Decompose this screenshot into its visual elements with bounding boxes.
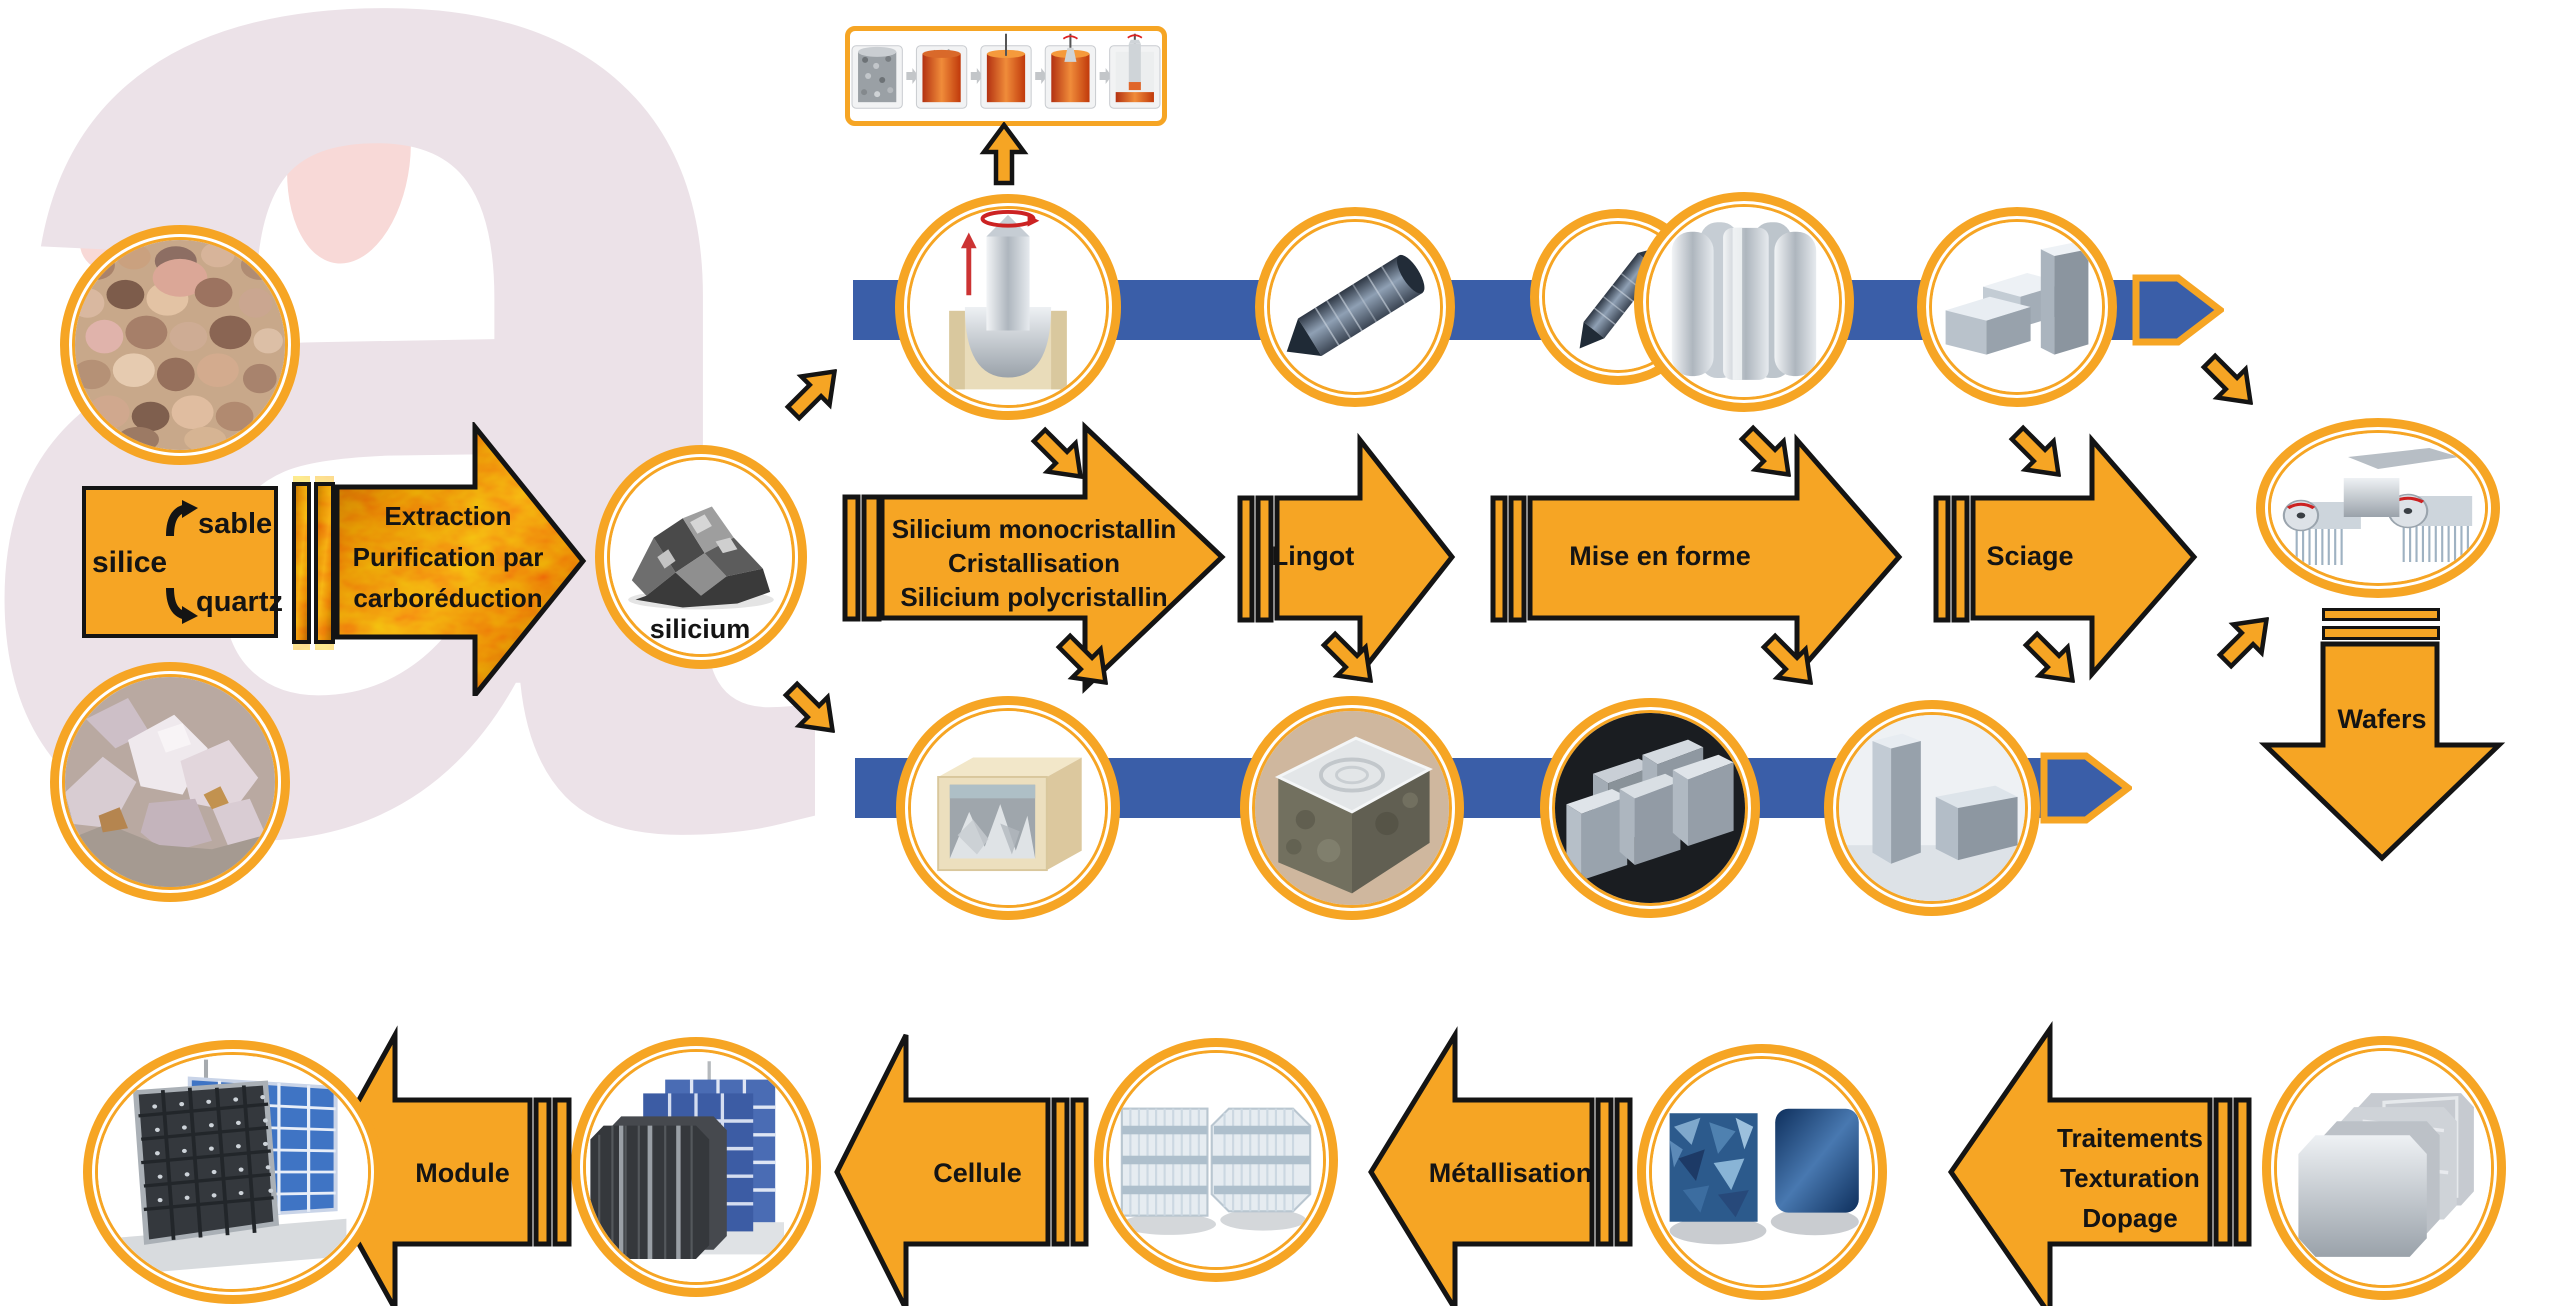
blue-cells-icon [1652,1059,1872,1285]
quartz-rocks-icon [65,677,275,887]
sciage-label: Sciage [1986,541,2074,571]
cell-stack-icon [586,1052,806,1282]
node-solar-modules [83,1040,383,1304]
cristallisation-line: Cristallisation [948,548,1120,578]
sable-label: sable [198,508,273,540]
cut-blocks-icon [1555,713,1745,903]
metallized-cells-icon [1109,1053,1323,1267]
cristallisation-line: Silicium monocristallin [891,514,1177,544]
node-silicon-blocks [1824,700,2040,916]
curved-down-arrow-icon [166,587,198,624]
mise-en-forme-arrow [1490,433,1903,681]
module-arrow [316,1025,572,1306]
node-quartz [50,662,290,902]
solar-modules-icon [98,1055,368,1289]
wafers-bars-icon [2322,608,2440,621]
silice-label: silice [92,546,168,579]
traitements-line: Dopage [2082,1203,2178,1233]
traitements-arrow [1947,1020,2252,1306]
node-silicon-bricks [1917,207,2117,407]
mono-ingot-icon [1270,222,1440,392]
mise-en-forme-label: Mise en forme [1569,541,1751,571]
row2-ribbon-arrowhead-icon [2040,752,2132,824]
node-blue-cells [1637,1044,1887,1300]
node-cast-ingot [1240,696,1464,920]
silice-box: silice sable quartz [82,486,283,638]
node-wire-saw [2256,418,2500,598]
wafers-arrow [2258,641,2506,862]
metallisation-label: Métallisation [1428,1158,1593,1188]
cellule-label: Cellule [933,1158,1022,1188]
metallisation-arrow [1368,1026,1633,1306]
node-metallized-cells [1094,1038,1338,1282]
node-wafer-stack [2262,1036,2506,1300]
quartz-label: quartz [196,586,283,618]
cristallisation-label: Silicium monocristallin Cristallisation … [884,512,1184,614]
casting-crucible-icon [911,711,1105,905]
cristallisation-arrow [842,421,1226,694]
czochralski-stages-banner [845,26,1167,126]
row1-ribbon-arrowhead-icon [2132,274,2224,346]
silicium-label: silicium [649,614,751,644]
module-label: Module [415,1158,510,1188]
wafers-label: Wafers [2337,704,2427,734]
lingot-label: Lingot [1271,541,1355,571]
wafer-stack-icon [2277,1051,2491,1285]
sand-grains-icon [75,240,285,450]
czochralski-stages-icon [851,33,1161,109]
silicon-bricks-icon [1932,222,2102,392]
crystal-puller-icon [910,209,1106,405]
sciage-arrow [1933,433,2198,681]
node-cell-stack [571,1037,821,1297]
silicium-chunks-icon [610,460,792,654]
extraction-line: Extraction [384,501,512,531]
traitements-label: Traitements Texturation Dopage [2010,1118,2250,1238]
wafers-bars-icon [2322,626,2440,640]
node-sand [60,225,300,465]
cellule-arrow [834,1033,1089,1306]
traitements-line: Traitements [2057,1123,2203,1153]
curved-up-arrow-icon [166,500,198,537]
wire-saw-icon [2271,433,2485,583]
node-squared-ingots [1634,192,1854,412]
traitements-line: Texturation [2060,1163,2200,1193]
lingot-arrow [1237,432,1456,682]
extraction-line: carboréduction [353,583,543,613]
extraction-label: Extraction Purification par carboréducti… [343,496,553,619]
extraction-line: Purification par [352,542,544,572]
node-crystal-puller [895,194,1121,420]
node-silicium [595,445,807,669]
node-casting-crucible [896,696,1120,920]
extraction-arrow [292,422,587,696]
up-arrow-icon [972,122,1036,186]
silicon-blocks-icon [1839,715,2025,901]
cristallisation-line: Silicium polycristallin [900,582,1168,612]
node-mono-ingot [1255,207,1455,407]
node-cut-blocks [1540,698,1760,918]
cast-ingot-icon [1255,711,1449,905]
squared-ingots-icon [1649,207,1839,397]
